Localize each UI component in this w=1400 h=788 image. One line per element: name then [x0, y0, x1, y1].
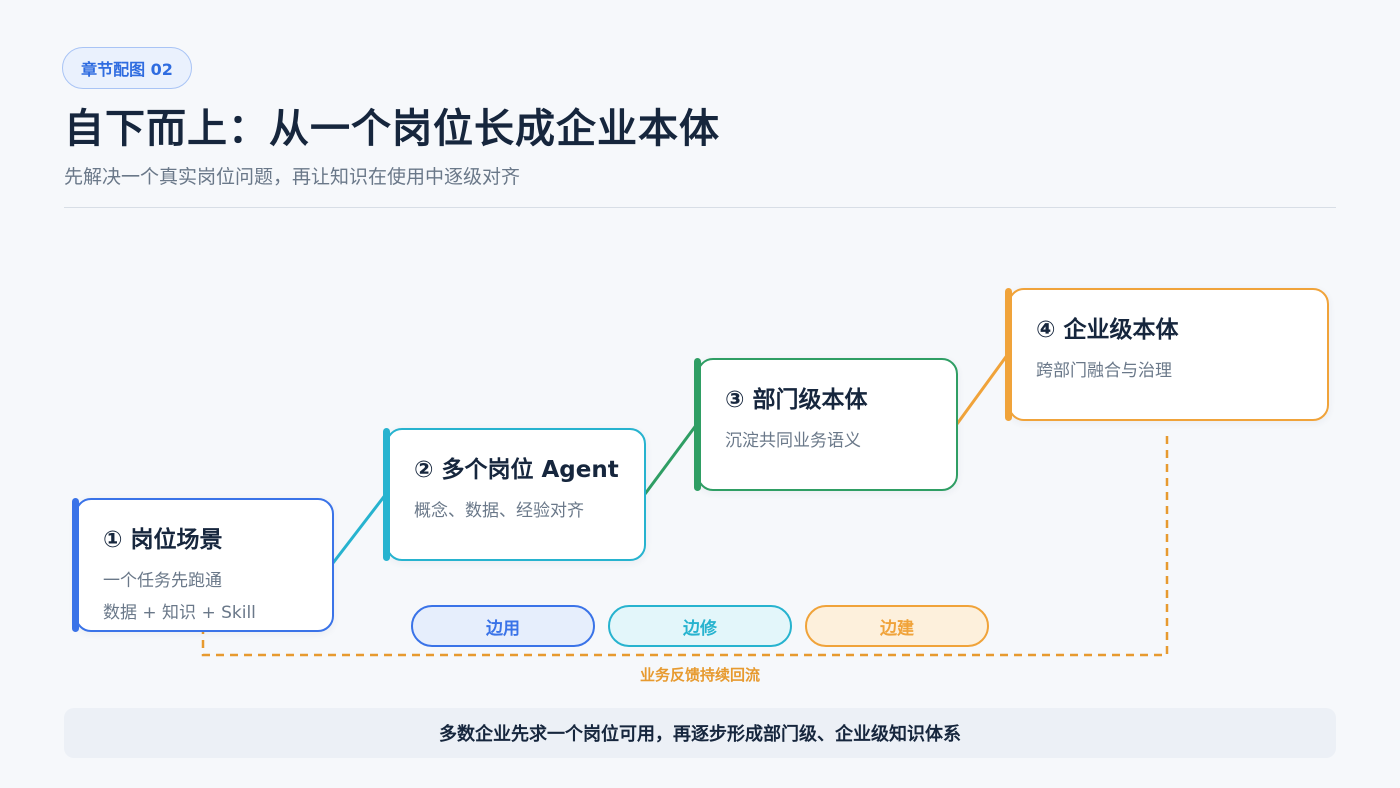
pill-fix: 边修: [608, 605, 792, 647]
stage-accent-bar: [694, 358, 701, 491]
page-title: 自下而上：从一个岗位长成企业本体: [64, 106, 720, 152]
stage-description: 一个任务先跑通: [103, 571, 222, 591]
stage-title: ② 多个岗位 Agent: [414, 457, 619, 483]
stage-accent-bar: [72, 498, 79, 632]
stage-card-enterprise-ontology: ④ 企业级本体 跨部门融合与治理: [1005, 288, 1329, 421]
page-subtitle: 先解决一个真实岗位问题，再让知识在使用中逐级对齐: [64, 166, 521, 188]
stage-card-multi-agent: ② 多个岗位 Agent 概念、数据、经验对齐: [383, 428, 646, 561]
stage-title: ④ 企业级本体: [1036, 317, 1179, 343]
connector-stage-3-4: [955, 353, 1010, 425]
stage-description: 跨部门融合与治理: [1036, 361, 1172, 381]
stage-description: 数据 + 知识 + Skill: [103, 603, 256, 623]
feedback-label: 业务反馈持续回流: [639, 666, 760, 684]
stage-title: ③ 部门级本体: [725, 387, 868, 413]
stage-card-department-ontology: ③ 部门级本体 沉淀共同业务语义: [694, 358, 958, 491]
connector-stage-2-3: [643, 423, 699, 495]
stage-card-job-scenario: ① 岗位场景 一个任务先跑通 数据 + 知识 + Skill: [72, 498, 334, 632]
pill-build: 边建: [805, 605, 989, 647]
stage-description: 沉淀共同业务语义: [725, 431, 861, 451]
header-divider: [64, 207, 1336, 208]
pill-use: 边用: [411, 605, 595, 647]
connector-stage-1-2: [331, 493, 388, 564]
stage-accent-bar: [1005, 288, 1012, 421]
summary-bar: 多数企业先求一个岗位可用，再逐步形成部门级、企业级知识体系: [64, 708, 1336, 758]
chapter-tag: 章节配图 02: [62, 47, 192, 89]
stage-accent-bar: [383, 428, 390, 561]
stage-title: ① 岗位场景: [103, 527, 223, 553]
stage-description: 概念、数据、经验对齐: [414, 501, 584, 521]
